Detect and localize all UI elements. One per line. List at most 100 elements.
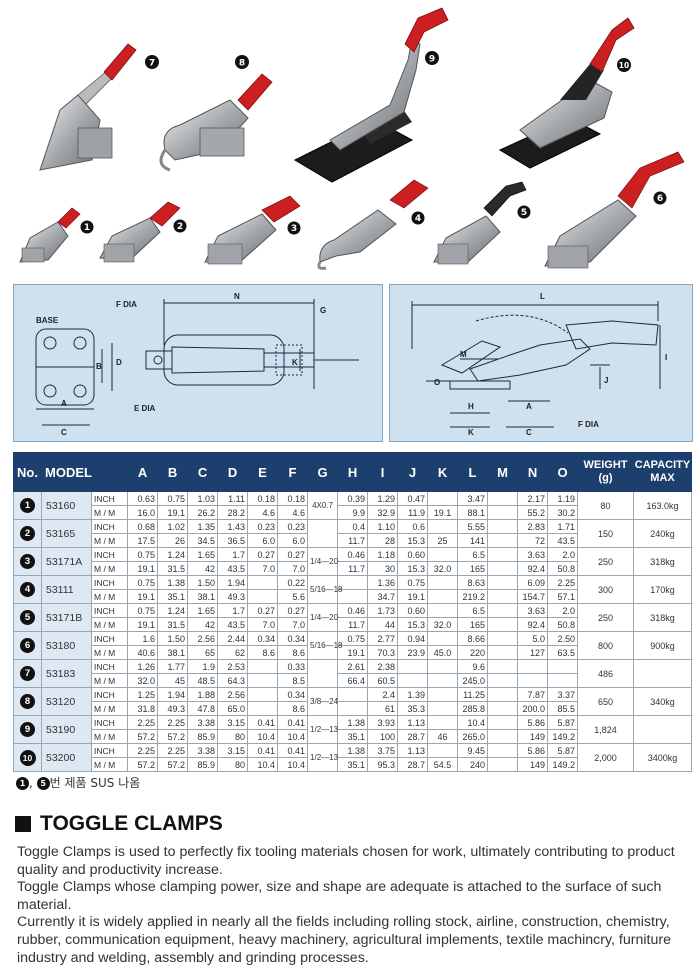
dimension-cell: 1.25: [127, 687, 159, 702]
thread-size-g: 4X0.7: [307, 491, 339, 520]
dimension-cell: [427, 701, 459, 716]
clamp-photo-1: [19, 207, 81, 263]
unit-label: M / M: [90, 701, 129, 716]
callout-7-circle: [145, 55, 159, 69]
unit-label: INCH: [90, 547, 129, 562]
callout-1-label: 1: [84, 223, 90, 233]
dimension-cell: 1.73: [367, 603, 399, 618]
dimension-cell: 3.63: [517, 547, 549, 562]
dimension-cell: 2.44: [217, 631, 249, 646]
dimension-cell: 57.2: [127, 729, 159, 744]
dimension-cell: [487, 491, 519, 506]
row-number-badge: 1: [13, 491, 42, 520]
dimension-cell: 88.1: [457, 505, 489, 520]
dimension-cell: 5.55: [457, 519, 489, 534]
dimension-cell: 49.3: [217, 589, 249, 604]
dimension-cell: 43.5: [547, 533, 579, 548]
dimension-cell: 15.3: [397, 617, 429, 632]
dimension-cell: 17.5: [127, 533, 159, 548]
weight-cell: 80: [577, 491, 635, 520]
dimension-cell: 1.38: [337, 715, 369, 730]
thread-size-g: 1/2—13: [307, 743, 338, 772]
dimension-cell: 0.27: [277, 603, 309, 618]
dimension-cell: 0.27: [277, 547, 309, 562]
callout-4-circle: [411, 211, 425, 225]
unit-label: INCH: [90, 743, 129, 758]
dimension-cell: 42: [187, 617, 219, 632]
row-number-badge: 2: [13, 519, 42, 548]
dimension-cell: 0.68: [127, 519, 159, 534]
dimension-cell: 0.34: [247, 631, 279, 646]
dimension-cell: 44: [367, 617, 399, 632]
dimension-cell: 10.4: [247, 729, 279, 744]
description-paragraph-2: Toggle Clamps whose clamping power, size…: [17, 879, 662, 913]
header-j: J: [397, 452, 429, 492]
dimension-cell: 7.0: [277, 561, 309, 576]
dimension-cell: 6.5: [457, 603, 489, 618]
model-number: 53190: [41, 715, 92, 744]
header-i: I: [367, 452, 399, 492]
dimension-cell: 7.87: [517, 687, 549, 702]
unit-label: M / M: [90, 757, 129, 772]
clamp-photo-4: [317, 179, 429, 270]
dimension-cell: 1.65: [187, 603, 219, 618]
callout-5-label: 5: [521, 208, 527, 218]
row-number-circle: 10: [19, 749, 36, 766]
dimension-cell: 2.25: [157, 743, 189, 758]
dimension-cell: 62: [217, 645, 249, 660]
dimension-cell: 5.86: [517, 715, 549, 730]
dim-label-f-dia: F DIA: [116, 300, 137, 309]
clamp-photo-3: [204, 195, 301, 265]
dim-label-c: C: [61, 428, 67, 437]
clamp-photo-6: [544, 151, 685, 269]
dimension-cell: 0.75: [127, 575, 159, 590]
dimension-cell: 42: [187, 561, 219, 576]
dimension-cell: 70.3: [367, 645, 399, 660]
dimension-cell: 0.41: [277, 743, 309, 758]
header-weight: WEIGHT (g): [577, 452, 635, 492]
dimension-cell: 1.9: [187, 659, 219, 674]
dimension-diagram-top-view: BASE F DIA N G B D K E DIA A C: [13, 284, 383, 442]
dimension-cell: 34.7: [367, 589, 399, 604]
dimension-cell: 1.35: [187, 519, 219, 534]
capacity-cell: 3400kg: [633, 743, 693, 772]
dimension-cell: 1.7: [217, 547, 249, 562]
dim-label-n: N: [234, 292, 240, 301]
dimension-cell: 1.29: [367, 491, 399, 506]
dimension-cell: 5.86: [517, 743, 549, 758]
callout-10-circle: [617, 58, 631, 72]
dimension-cell: 57.2: [157, 729, 189, 744]
dimension-cell: 1.94: [217, 575, 249, 590]
dimension-cell: 8.6: [277, 701, 309, 716]
dim-label-b: B: [96, 362, 102, 371]
dimension-cell: 10.4: [277, 729, 309, 744]
dimension-cell: 32.0: [427, 617, 459, 632]
dimension-cell: 2.17: [517, 491, 549, 506]
dimension-cell: 8.5: [277, 673, 309, 688]
callout-10-label: 10: [619, 61, 629, 70]
side-label-o: O: [434, 378, 440, 387]
dim-label-g: G: [320, 306, 326, 315]
dimension-cell: 1.50: [187, 575, 219, 590]
dimension-cell: [247, 589, 279, 604]
dimension-cell: 141: [457, 533, 489, 548]
dimension-cell: 2.25: [127, 715, 159, 730]
dimension-cell: [247, 659, 279, 674]
dimension-cell: 1.13: [397, 715, 429, 730]
dimension-cell: [427, 547, 459, 562]
dimension-cell: [337, 575, 369, 590]
dimension-cell: 2.38: [367, 659, 399, 674]
dimension-cell: 15.3: [397, 561, 429, 576]
dimension-cell: 0.75: [127, 603, 159, 618]
dimension-cell: 0.41: [247, 743, 279, 758]
dimension-cell: 0.34: [277, 631, 309, 646]
dimension-cell: 219.2: [457, 589, 489, 604]
dimension-cell: [397, 673, 429, 688]
dimension-cell: [487, 575, 519, 590]
callout-5-circle: [517, 205, 531, 219]
